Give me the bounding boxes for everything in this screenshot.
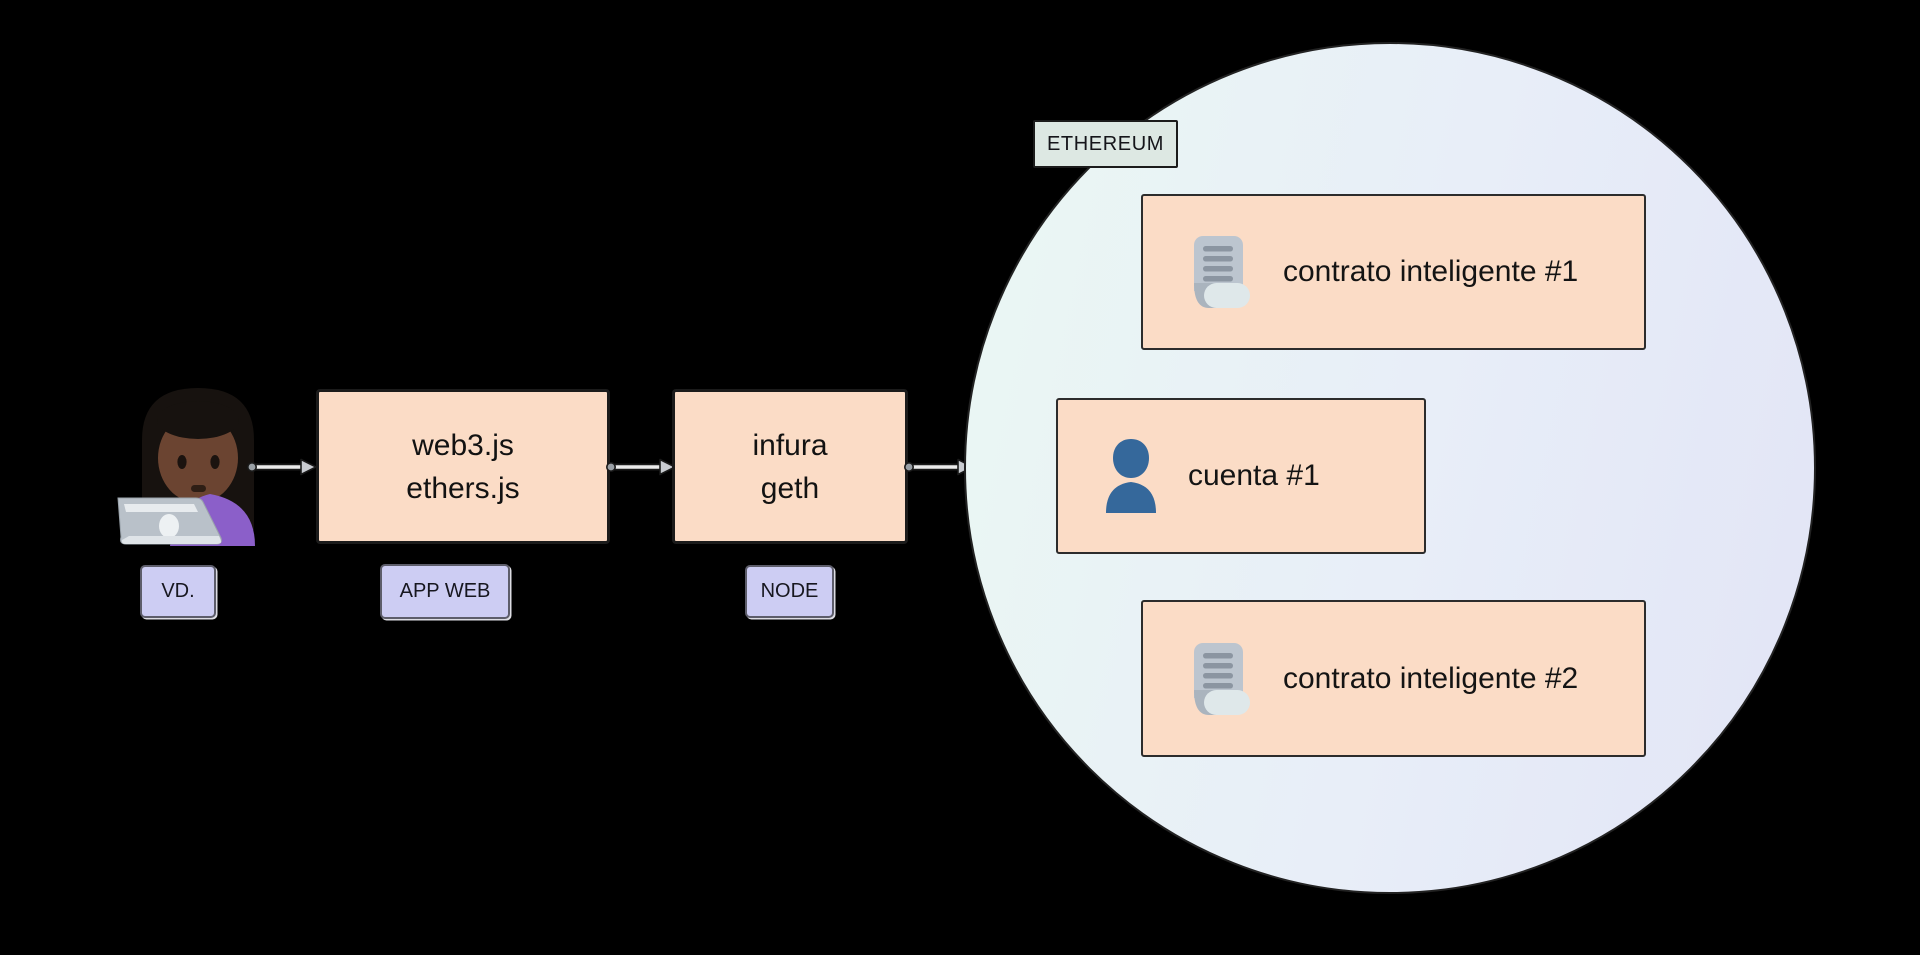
account-1-label: cuenta #1 bbox=[1188, 459, 1320, 492]
ethereum-label-text: ETHEREUM bbox=[1046, 132, 1165, 155]
node-tag-label: NODE bbox=[760, 580, 819, 602]
scroll-icon bbox=[1189, 233, 1253, 311]
node-line-1: infura bbox=[752, 428, 828, 462]
smart-contract-2-box: contrato inteligente #2 bbox=[1141, 600, 1646, 757]
node-line-2: geth bbox=[760, 471, 820, 505]
scroll-icon bbox=[1189, 640, 1253, 718]
smart-contract-2-label: contrato inteligente #2 bbox=[1283, 661, 1579, 695]
account-1-box: cuenta #1 bbox=[1056, 398, 1426, 554]
node-box: infura geth bbox=[672, 389, 908, 544]
ethereum-label: ETHEREUM bbox=[1033, 120, 1178, 168]
smart-contract-1-box: contrato inteligente #1 bbox=[1141, 194, 1646, 350]
bust-silhouette-icon bbox=[1104, 437, 1158, 515]
node-tag: NODE bbox=[745, 565, 834, 618]
app-web-line-2: ethers.js bbox=[406, 471, 520, 505]
woman-technologist-icon bbox=[96, 378, 258, 546]
actor-tag-label: VD. bbox=[161, 580, 195, 602]
actor-tag: VD. bbox=[140, 565, 216, 618]
app-web-box: web3.js ethers.js bbox=[316, 389, 610, 544]
arrow-icon bbox=[604, 455, 678, 479]
app-web-line-1: web3.js bbox=[412, 428, 514, 462]
app-web-tag-label: APP WEB bbox=[399, 580, 491, 602]
arrow-icon bbox=[245, 455, 319, 479]
smart-contract-1-label: contrato inteligente #1 bbox=[1283, 255, 1579, 288]
app-web-tag: APP WEB bbox=[380, 564, 510, 619]
